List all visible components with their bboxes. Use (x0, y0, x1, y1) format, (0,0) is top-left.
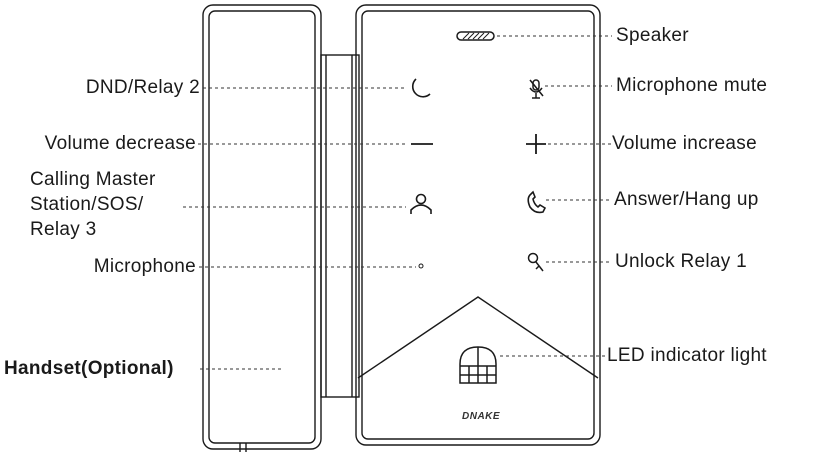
label-volume-decrease: Volume decrease (44, 133, 196, 154)
microphone-hole-icon (418, 263, 424, 269)
label-led-indicator-light: LED indicator light (607, 345, 767, 366)
moon-icon (411, 78, 431, 98)
leader-lines (183, 35, 612, 370)
label-calling-master-station: Calling Master Station/SOS/ Relay 3 (30, 169, 156, 240)
panel-inner (361, 10, 595, 440)
brand-logo: DNAKE (462, 411, 501, 422)
phone-icon (527, 190, 547, 214)
label-volume-increase: Volume increase (612, 133, 757, 154)
label-dnd-relay-2: DND/Relay 2 (85, 77, 200, 98)
label-speaker: Speaker (616, 25, 689, 46)
label-unlock-relay-1: Unlock Relay 1 (615, 251, 747, 272)
handset (202, 4, 322, 452)
led-window-icon (459, 346, 497, 384)
main-panel (355, 4, 601, 446)
label-microphone-mute: Microphone mute (616, 75, 768, 96)
key-icon (527, 252, 544, 272)
microphone-mute-icon (529, 79, 544, 99)
handset-inner (208, 10, 316, 444)
label-handset-optional: Handset(Optional) (4, 358, 174, 379)
panel-outer (355, 4, 601, 446)
plus-icon (526, 134, 546, 154)
label-answer-hang-up: Answer/Hang up (614, 189, 759, 210)
hook-outer (320, 54, 360, 398)
handset-outer (202, 4, 322, 450)
led-triangle (357, 296, 599, 379)
label-microphone: Microphone (93, 256, 196, 277)
person-icon (410, 193, 432, 214)
speaker-icon (456, 31, 495, 41)
handset-hook (320, 54, 360, 398)
